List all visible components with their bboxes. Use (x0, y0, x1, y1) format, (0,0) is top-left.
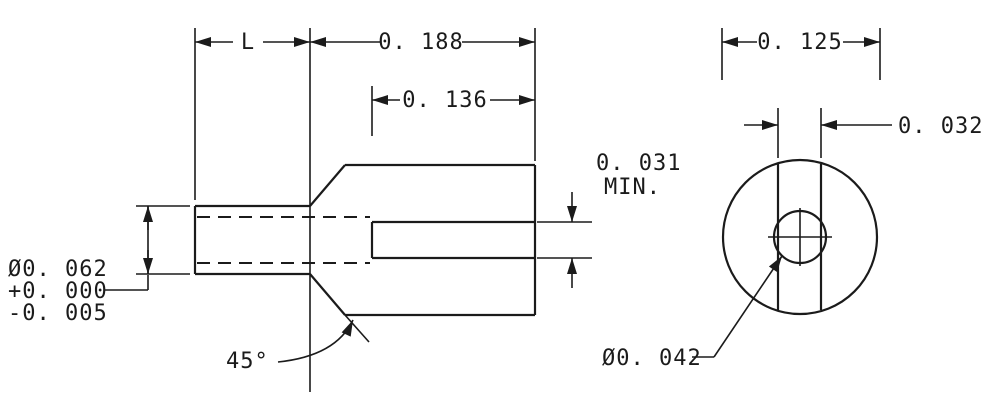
dim-hole-diameter-label: Ø0. 042 (602, 346, 702, 371)
chamfer-edge-extension (344, 314, 370, 343)
dim-shaft-tol-upper-label: +0. 000 (8, 279, 108, 304)
dim-shaft-tol-lower-label: -0. 005 (8, 301, 108, 326)
dim-slot-min-suffix-label: MIN. (604, 175, 661, 200)
chamfer-bottom-edge (309, 273, 346, 316)
dim-shaft-length-label: L (241, 30, 255, 55)
end-view-dimension-lines (692, 28, 892, 358)
dim-slot-min-label: 0. 031 (596, 151, 681, 176)
side-view: L 0. 188 0. 136 0. 031 MIN. Ø0. 062 +0. … (8, 28, 681, 392)
dim-body-length-label: 0. 188 (378, 30, 463, 55)
side-view-hidden-lines (197, 216, 370, 264)
hole-leader-diagonal (713, 255, 783, 358)
side-view-outline (193, 163, 537, 317)
dim-slot-length-label: 0. 136 (402, 88, 487, 113)
side-view-dimension-lines (104, 28, 592, 392)
dim-slot-width-label: 0. 032 (898, 114, 983, 139)
chamfer-top-edge (309, 164, 346, 207)
dim-chamfer-angle-label: 45° (226, 349, 269, 374)
dim-shaft-diameter-label: Ø0. 062 (8, 257, 108, 282)
chamfer-angle-leader (277, 319, 354, 363)
side-view-labels: L 0. 188 0. 136 0. 031 MIN. Ø0. 062 +0. … (8, 30, 681, 374)
dim-outer-diameter-label: 0. 125 (757, 30, 842, 55)
end-view-labels: 0. 125 0. 032 Ø0. 042 (602, 30, 983, 371)
outer-circle (721, 158, 879, 316)
centerline-cross (768, 208, 832, 266)
end-view: 0. 125 0. 032 Ø0. 042 (602, 28, 983, 371)
